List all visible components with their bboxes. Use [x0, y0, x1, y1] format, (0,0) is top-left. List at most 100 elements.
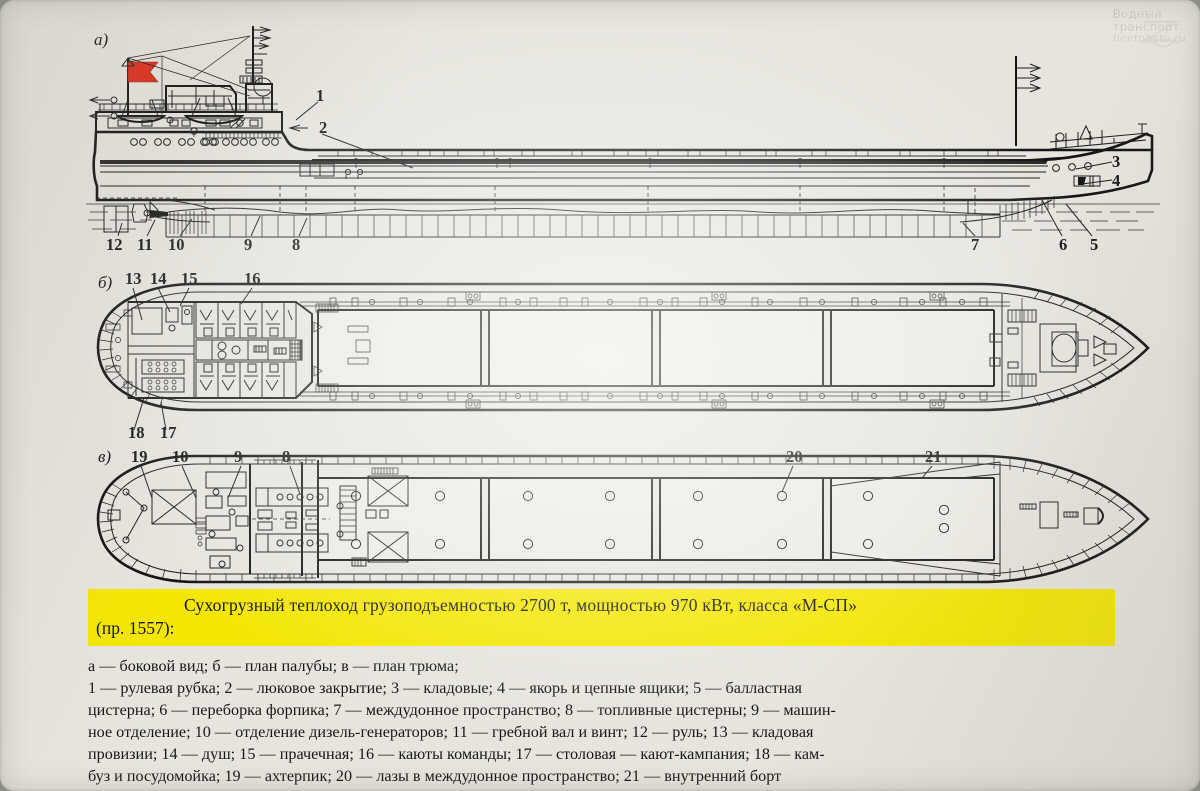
caption-views-line: а — боковой вид; б — план палубы; в — пл… — [88, 656, 459, 675]
deck-side-fittings-bottom — [300, 391, 1010, 409]
forward-house-wall-detail — [299, 163, 364, 179]
funnel — [245, 83, 273, 112]
caption-legend-line-2: цистерна; 6 — переборка форпика; 7 — меж… — [88, 700, 836, 719]
callout-18: 18 — [128, 423, 145, 442]
callout-leaders — [117, 101, 1113, 237]
hull-portholes — [130, 138, 219, 146]
bow-bulwark-detail — [1049, 123, 1149, 150]
callout-16: 16 — [244, 269, 261, 288]
callout-13: 13 — [125, 269, 142, 288]
figure-hold-plan: в) — [0, 440, 1200, 590]
aft-mast-with-flag — [121, 57, 159, 116]
hold-hull-inner-outline — [110, 463, 1135, 575]
caption-title-line-2: (пр. 1557): — [96, 617, 175, 638]
hold-callout-leaders — [140, 465, 933, 499]
cargo-deck-top-line — [312, 157, 1061, 161]
bow-bottom-hatching — [999, 196, 1055, 220]
callout-10: 10 — [172, 447, 189, 466]
caption-title-highlight: Сухогрузный теплоход грузоподъемностью 2… — [88, 589, 1115, 646]
hatch-2 — [488, 309, 653, 387]
callout-7: 7 — [971, 235, 979, 254]
callout-17: 17 — [160, 423, 177, 442]
hatch-coaming-posts — [353, 158, 947, 168]
deckhouse-windows — [107, 117, 263, 129]
callout-11: 11 — [137, 235, 153, 254]
bulkhead-dashed-lines — [204, 186, 945, 215]
hold-section-2 — [488, 477, 653, 561]
deck-aft-superstructure — [105, 301, 371, 399]
deck-callout-leaders — [132, 287, 253, 431]
hold-section-4 — [830, 477, 995, 561]
caption-legend-line-4: провизии; 14 — душ; 15 — прачечная; 16 —… — [88, 744, 825, 763]
hatch-4 — [830, 309, 995, 387]
deck-cargo-hatches — [317, 309, 995, 387]
anchor-icon — [1073, 175, 1101, 187]
figure-deck-plan: б) — [0, 262, 1200, 442]
forward-mast — [1015, 56, 1042, 146]
callout-12: 12 — [106, 235, 123, 254]
callout-15: 15 — [181, 269, 198, 288]
hold-section-3 — [659, 477, 824, 561]
lifeboat-port — [115, 115, 167, 123]
rigging — [127, 35, 251, 116]
wheelhouse — [165, 85, 237, 112]
caption-title-line-1: Сухогрузный теплоход грузоподъемностью 2… — [184, 595, 858, 615]
bow-stem — [1041, 132, 1154, 162]
callout-1: 1 — [316, 86, 324, 105]
callout-14: 14 — [150, 269, 167, 288]
aft-superstructure — [88, 26, 308, 146]
callout-9: 9 — [244, 235, 252, 254]
hatch-3 — [659, 309, 824, 387]
hold-callout-labels: 8 9 10 19 20 21 — [131, 447, 942, 466]
deck-edge-strip — [190, 127, 282, 139]
tank-top-line — [167, 207, 1001, 215]
figure-side-view: а) — [0, 0, 1200, 262]
view-key-deck: б) — [98, 273, 113, 292]
callout-6: 6 — [1059, 235, 1067, 254]
hold-forward-taper — [830, 461, 1001, 577]
caption-legend: а — боковой вид; б — план палубы; в — пл… — [88, 655, 1115, 787]
bridge-arrow — [288, 124, 308, 132]
view-key-hold: в) — [98, 447, 111, 466]
waterline-hatching — [86, 203, 1160, 231]
hold-compartments — [317, 477, 995, 561]
hull-longitudinal-lines — [100, 165, 1048, 187]
main-engines — [255, 487, 329, 553]
aft-signal-arrows — [88, 96, 118, 120]
callout-8: 8 — [292, 235, 300, 254]
caption-block: Сухогрузный теплоход грузоподъемностью 2… — [88, 589, 1115, 787]
deck-equipment — [149, 95, 225, 109]
deck-bow-equipment — [989, 294, 1117, 402]
view-key-side: а) — [94, 30, 109, 49]
hold-forepeak-fittings — [1019, 501, 1104, 529]
deck-hull-outline — [96, 282, 1150, 412]
stern-structure — [96, 197, 216, 233]
callout-2: 2 — [319, 118, 327, 137]
lifeboat-stbd — [183, 115, 245, 125]
davits — [121, 97, 237, 124]
flag-icon — [127, 61, 159, 83]
hull-dark-band — [100, 160, 1048, 164]
caption-legend-line-5: буз и посудомойка; 19 — ахтерпик; 20 — л… — [88, 766, 782, 785]
caption-legend-line-1: 1 — рулевая рубка; 2 — люковое закрытие;… — [88, 678, 802, 697]
radar-mast — [239, 26, 273, 105]
hull-outline — [92, 130, 1154, 202]
callout-21: 21 — [925, 447, 942, 466]
hold-aft-machinery — [107, 459, 409, 579]
caption-legend-line-3: ное отделение; 10 — отделение дизель-ген… — [88, 722, 814, 741]
callout-4: 4 — [1112, 171, 1120, 190]
hull-portholes-forward — [200, 138, 279, 146]
callout-3: 3 — [1112, 152, 1120, 171]
side-view-callout-labels: 1 2 3 4 5 6 7 8 9 10 11 12 — [106, 86, 1120, 254]
hatch-covers — [299, 149, 1026, 179]
callout-8: 8 — [282, 447, 290, 466]
deck-side-fittings-top — [300, 291, 1010, 307]
callout-20: 20 — [786, 447, 803, 466]
callout-19: 19 — [131, 447, 148, 466]
fuel-tanks — [365, 467, 409, 563]
callout-9: 9 — [234, 447, 242, 466]
callout-10: 10 — [168, 235, 185, 254]
double-bottom-grid — [165, 211, 1001, 238]
deck-callout-labels: 13 14 15 16 17 18 — [125, 269, 261, 442]
